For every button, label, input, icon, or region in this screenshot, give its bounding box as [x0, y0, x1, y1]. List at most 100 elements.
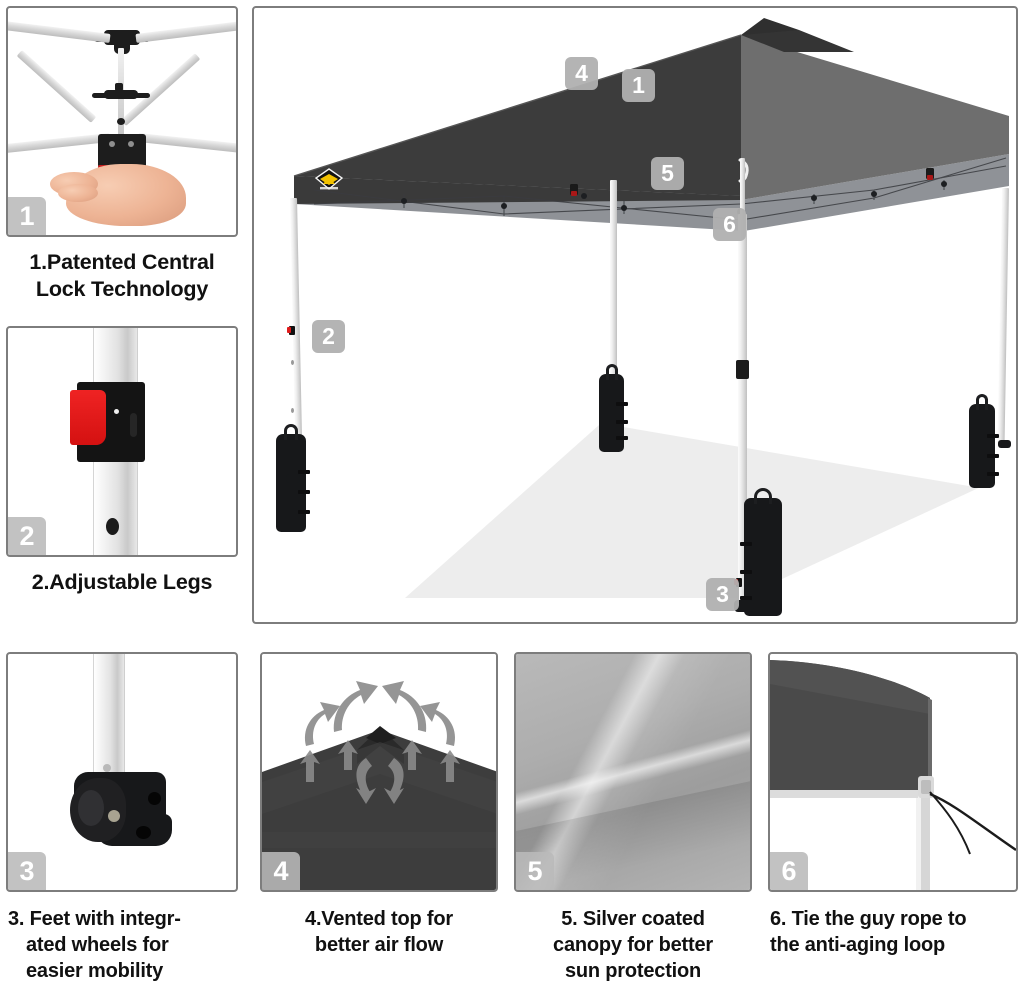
leg-lever-slot	[130, 413, 137, 437]
wheeled-foot-front-center	[734, 600, 754, 612]
truss-bar-lower-right	[137, 133, 236, 154]
canopy-edge-highlight	[293, 34, 742, 177]
canopy-vent-flap	[741, 30, 854, 52]
caption-5-line-1: 5. Silver coated	[561, 908, 705, 930]
weight-bag-front-center	[740, 488, 782, 616]
feature-panel-1: 1	[6, 6, 238, 237]
foot-stake-hole-2	[136, 826, 151, 839]
vent-geometry	[262, 681, 496, 890]
weight-bag-left	[276, 424, 310, 532]
center-slider-wing-left	[92, 93, 108, 98]
guy-rope-photo: 6	[770, 654, 1016, 890]
guy-rope-geometry	[770, 660, 1016, 890]
leg-lever-red-tab	[70, 390, 106, 445]
airflow-arrows	[300, 681, 460, 804]
caption-3-line-3: easier mobility	[26, 960, 164, 982]
caption-feature-3: 3. Feet with integr- ated wheels for eas…	[8, 906, 244, 984]
leg-adjustment-hole	[106, 518, 119, 535]
panel-5-badge: 5	[516, 852, 554, 890]
caption-4-line-2: better air flow	[314, 934, 444, 956]
truss-bar-diag-left	[16, 50, 97, 123]
truss-top-hub	[104, 30, 140, 45]
main-canopy-panel: 4 1 5 6 2 3	[252, 6, 1018, 624]
caption-5-line-2: canopy for better	[553, 934, 713, 956]
caption-feature-4: 4.Vented top for better air flow	[258, 906, 500, 958]
vent-hood-top	[366, 726, 396, 744]
callout-badge-4: 4	[565, 57, 598, 90]
foot-pole-screw	[103, 764, 111, 772]
wheeled-foot-photo: 3	[8, 654, 236, 890]
caption-3-line-1: 3. Feet with integr-	[8, 908, 181, 930]
caption-6-line-1: 6. Tie the guy rope to	[770, 908, 967, 930]
leg-hole-front-left-2	[291, 408, 294, 413]
caption-6-line-2: the anti-aging loop	[770, 934, 946, 956]
panel-2-badge: 2	[8, 517, 46, 555]
vented-top-diagram: 4	[262, 654, 496, 890]
foot-wheel-highlight	[78, 790, 104, 826]
hand-thumb	[58, 184, 98, 202]
leg-hole-front-left	[291, 360, 294, 365]
truss-bar-upper-right	[135, 20, 236, 43]
brand-logo-icon	[314, 168, 344, 194]
truss-bar-lower-left	[8, 133, 111, 154]
panel-3-badge: 3	[8, 852, 46, 890]
lock-screw-right	[128, 141, 134, 147]
truss-bar-upper-left	[8, 20, 111, 43]
lock-screw-left	[109, 141, 115, 147]
feature-panel-3: 3	[6, 652, 238, 892]
caption-feature-1: 1.Patented Central Lock Technology	[4, 249, 240, 303]
panel-1-badge: 1	[8, 197, 46, 235]
feature-panel-2: 2	[6, 326, 238, 557]
feature-panel-4: 4	[260, 652, 498, 892]
caption-feature-2: 2.Adjustable Legs	[4, 569, 240, 596]
feature-panel-5: 5	[514, 652, 752, 892]
leg-lock-collar	[736, 360, 749, 379]
leg-front-center	[738, 214, 747, 604]
caption-4-line-1: 4.Vented top for	[305, 908, 453, 930]
callout-badge-5: 5	[651, 157, 684, 190]
canopy-underside-main	[294, 154, 1009, 231]
adjustable-leg-photo: 2	[8, 328, 236, 555]
underside-truss-clips	[570, 168, 934, 196]
leg-lever-pivot	[114, 409, 119, 414]
guy-rope-slack	[929, 791, 971, 855]
callout-badge-6: 6	[713, 208, 746, 241]
caption-5-line-3: sun protection	[564, 960, 702, 982]
canopy-sidewall-shade	[770, 660, 930, 714]
leg-lever-front-left	[287, 326, 295, 335]
center-slider-nub	[115, 83, 123, 91]
caption-feature-5: 5. Silver coated canopy for better sun p…	[512, 906, 754, 984]
leg-front-center-upper	[740, 158, 745, 220]
caption-2-line-1: 2.Adjustable Legs	[31, 570, 213, 594]
center-slider-wing-right	[134, 93, 150, 98]
caption-3-line-2: ated wheels for	[26, 934, 169, 956]
panel-4-badge: 4	[262, 852, 300, 890]
foot-stake-hole-1	[148, 792, 161, 805]
canopy-bottom-rail	[770, 790, 918, 798]
panel-6-badge: 6	[770, 852, 808, 890]
wheeled-foot-right	[998, 440, 1011, 448]
canopy-hero-render: 4 1 5 6 2 3	[254, 8, 1016, 622]
callout-badge-2: 2	[312, 320, 345, 353]
caption-1-line-1: 1.Patented Central	[29, 250, 215, 274]
canopy-top-light-right	[741, 35, 1009, 200]
caption-1-line-2: Lock Technology	[35, 277, 209, 301]
callout-badge-3: 3	[706, 578, 739, 611]
guy-rope	[929, 792, 1016, 851]
silver-fabric-photo: 5	[516, 654, 750, 890]
central-lock-housing	[98, 134, 146, 168]
caption-feature-6: 6. Tie the guy rope to the anti-aging lo…	[770, 906, 1022, 958]
weight-bag-back-center	[599, 364, 628, 452]
foot-center-screw	[108, 810, 120, 822]
center-pole	[118, 48, 124, 158]
wheeled-foot-left	[286, 474, 300, 483]
center-pole-pin	[117, 118, 125, 125]
feature-panel-6: 6	[768, 652, 1018, 892]
leg-back-center	[610, 180, 617, 402]
canopy-valance-left	[294, 176, 741, 204]
central-lock-photo: 1	[8, 8, 236, 235]
canopy-edge-seam	[928, 698, 932, 792]
callout-badge-1: 1	[622, 69, 655, 102]
center-slider-hub	[104, 90, 138, 99]
weight-bag-right	[969, 394, 999, 488]
